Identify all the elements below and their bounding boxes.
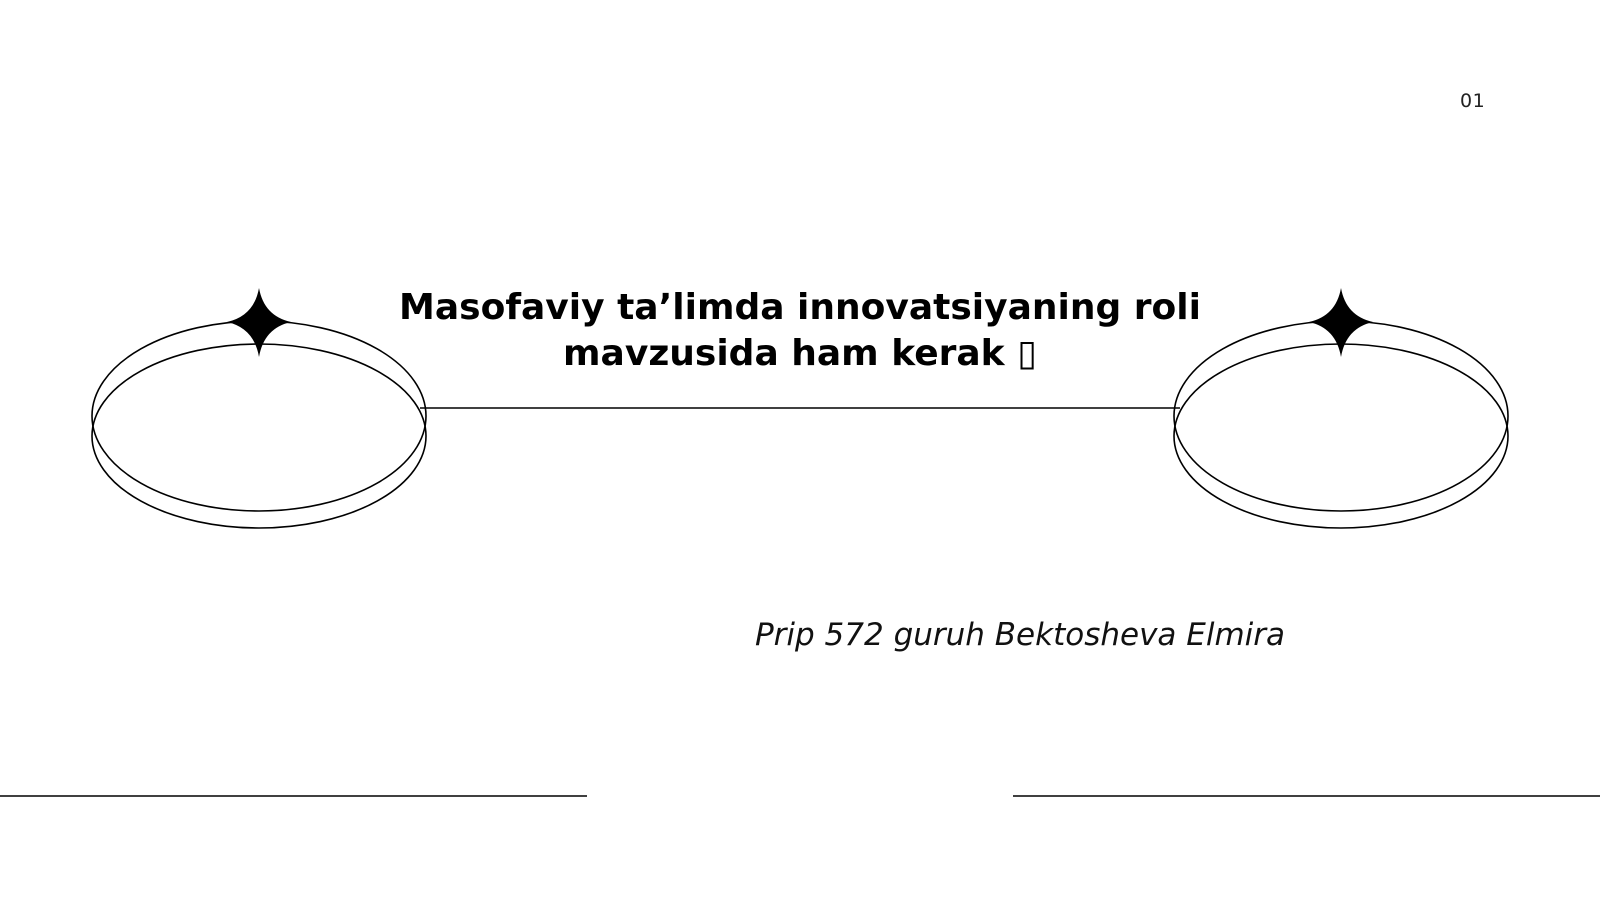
four-point-star-icon [1309,288,1373,357]
slide-title-line-1: Masofaviy ta’limda innovatsiyaning roli [399,287,1201,328]
page-number: 01 [1460,90,1486,112]
right-ring-outer-bottom [1173,343,1509,529]
author-line: Prip 572 guruh Bektosheva Elmira [754,617,1286,653]
four-point-star-icon [227,288,291,357]
slide-title: Masofaviy ta’limda innovatsiyaning roli … [380,285,1220,377]
slide-title-line-2: mavzusida ham kerak ▯ [563,333,1037,374]
left-ring-outer-bottom [91,343,427,529]
